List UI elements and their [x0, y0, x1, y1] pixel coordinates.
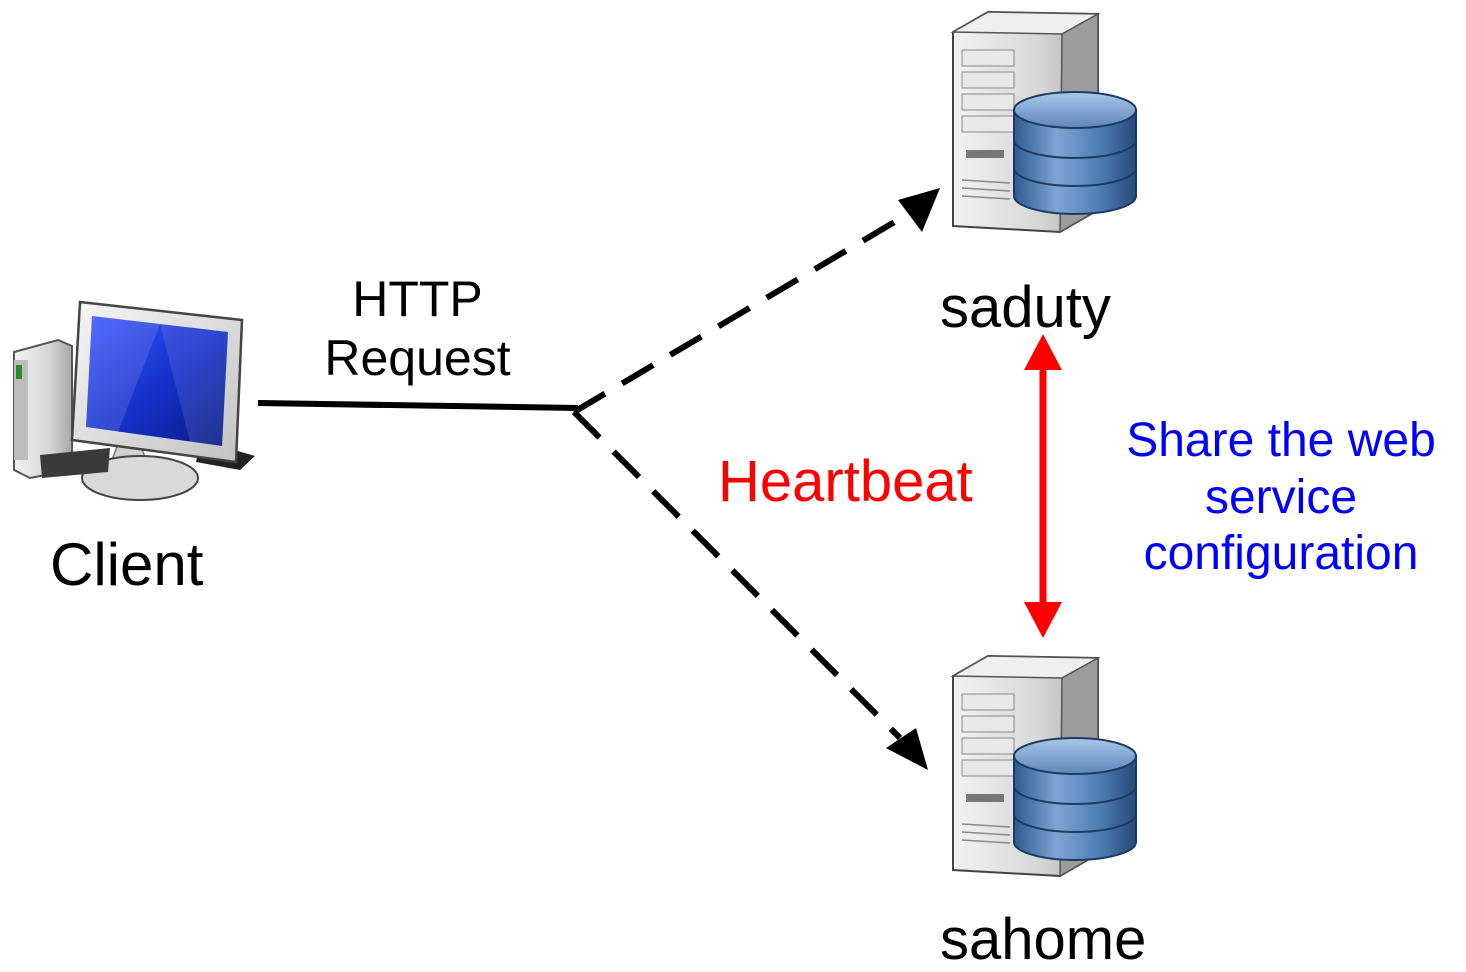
sahome-label: sahome: [940, 907, 1147, 972]
request-line: [257, 400, 579, 411]
client-label: Client: [50, 531, 204, 598]
saduty-label: saduty: [940, 275, 1111, 340]
share-config-annotation: Share the web service configuration: [1100, 413, 1462, 583]
share-config-line2: service: [1204, 470, 1358, 524]
http-request-label-line2: Request: [324, 330, 511, 386]
share-config-line3: configuration: [1143, 527, 1419, 581]
http-request-label: HTTP Request: [310, 270, 525, 388]
dashed-arrow-to-saduty: [572, 188, 940, 415]
heartbeat-label: Heartbeat: [718, 449, 973, 514]
dashed-arrow-to-sahome: [571, 409, 928, 770]
share-config-line1: Share the web: [1126, 414, 1436, 467]
database-server-icon: [950, 654, 1137, 878]
database-server-icon: [950, 10, 1137, 234]
heartbeat-double-arrow: [1024, 334, 1062, 638]
http-request-label-line1: HTTP: [352, 271, 483, 327]
desktop-computer-icon: [13, 300, 255, 501]
